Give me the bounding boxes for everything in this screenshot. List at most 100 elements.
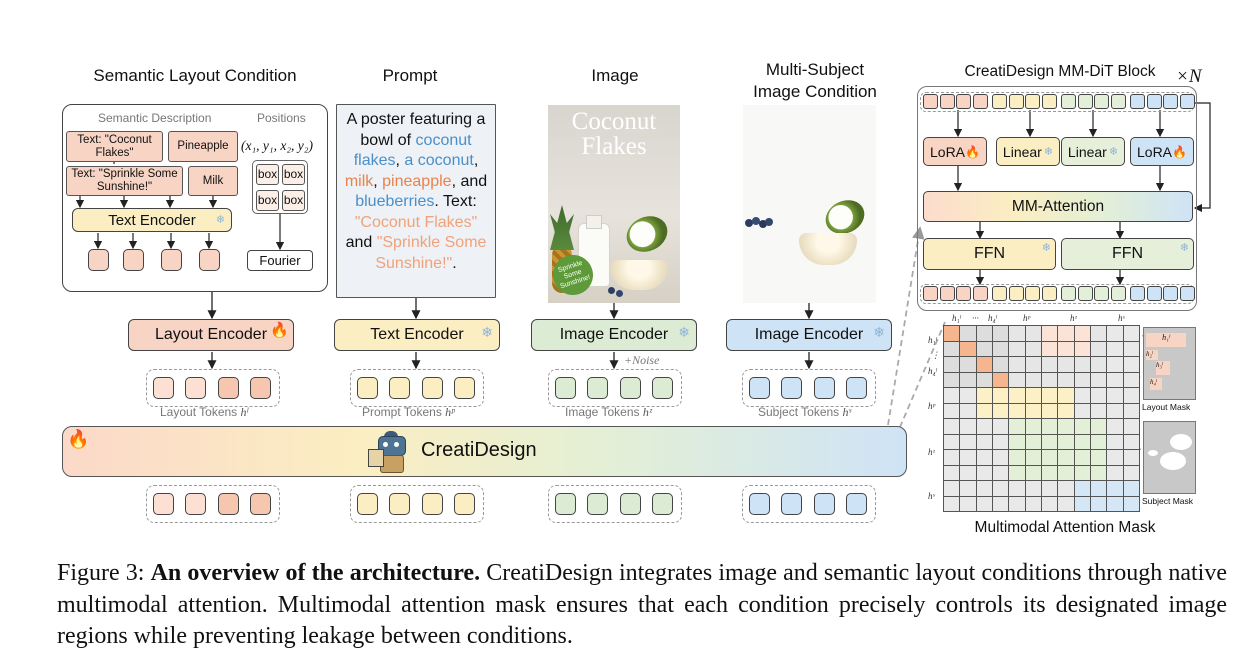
mask-cell: [1089, 325, 1108, 342]
multi-subject-heading-line2: Image Condition: [753, 82, 877, 101]
mask-cell: [959, 464, 977, 481]
poster-title-line2: Flakes: [581, 133, 647, 160]
mask-cell: [1040, 495, 1059, 512]
mask-title: Multimodal Attention Mask: [974, 519, 1156, 536]
semantic-layout-box: [62, 104, 328, 292]
box-chip-3: box: [256, 190, 279, 211]
semantic-text-encoder-label: Text Encoder: [108, 211, 196, 229]
mask-cell: [1024, 449, 1043, 466]
layout-token: [250, 377, 271, 399]
blueberry: [608, 287, 615, 294]
mask-cell: [1024, 480, 1043, 497]
prompt-tokens-text: Prompt Tokens: [362, 405, 442, 419]
prompt-tokens-label: Prompt Tokens hᵖ: [362, 405, 455, 420]
mask-cell: [1089, 433, 1108, 450]
mask-cell: [1073, 449, 1092, 466]
mask-cell: [1008, 340, 1026, 357]
subject-mask-blob: [1160, 452, 1186, 470]
image-token: [620, 377, 641, 399]
semantic-token-2: [123, 249, 144, 271]
image-tokens-text: Image Tokens: [565, 405, 640, 419]
mask-cell: [1122, 387, 1141, 404]
mask-cell: [1040, 402, 1059, 419]
mask-cell: [1024, 371, 1043, 388]
mask-col-hp: hᵖ: [1023, 313, 1031, 323]
mask-cell: [1040, 387, 1059, 404]
output-subject-token: [846, 493, 867, 515]
mmdit-mini-token: [1061, 94, 1076, 109]
prompt-heading: Prompt: [382, 66, 438, 85]
mmdit-mini-token: [1146, 94, 1162, 109]
mask-cell: [942, 325, 961, 342]
mask-cell: [1106, 449, 1124, 466]
mmdit-mini-token: [1163, 94, 1178, 109]
mask-cell: [1008, 387, 1026, 404]
snowflake-icon: ❄: [215, 214, 225, 226]
mask-cell: [959, 325, 977, 342]
mmdit-mini-token: [1094, 286, 1109, 301]
mask-cell: [959, 371, 977, 388]
mask-cell: [1008, 325, 1026, 342]
multi-subject-heading: Multi-Subject Image Condition: [740, 59, 890, 103]
mask-row-hp: hᵖ: [928, 401, 936, 411]
mask-cell: [975, 464, 994, 481]
subject-bowl: [799, 233, 857, 265]
lora-left-label: LoRA: [930, 143, 966, 160]
blueberry: [616, 290, 623, 297]
mask-row-hs: hˢ: [928, 491, 935, 501]
mask-cell: [1122, 464, 1141, 481]
mask-cell: [1057, 356, 1075, 373]
creatidesign-label: CreatiDesign: [421, 439, 537, 461]
prompt-text: A poster featuring a bowl of coconut fla…: [340, 110, 492, 274]
mask-cell: [1040, 418, 1059, 435]
semantic-token-3: [161, 249, 182, 271]
layout-mask-h3: h₃ˡ: [1156, 361, 1170, 375]
mask-cell: [1057, 495, 1075, 512]
snowflake-icon: ❄: [1108, 146, 1119, 158]
layout-tokens-symbol: hˡ: [240, 405, 249, 419]
mask-cell: [1040, 371, 1059, 388]
mask-cell: [1024, 433, 1043, 450]
mask-cell: [975, 433, 994, 450]
semantic-token-1: [88, 249, 109, 271]
mmdit-mini-token: [972, 286, 988, 301]
mm-attention-block: MM-Attention: [923, 191, 1193, 222]
output-prompt-token: [357, 493, 378, 515]
milk-bottle-neck: [586, 215, 602, 229]
layout-mask-h4: h₄ˡ: [1150, 378, 1162, 390]
ffn-right-label: FFN: [1111, 245, 1144, 262]
mask-cell: [1057, 418, 1075, 435]
output-layout-token: [250, 493, 271, 515]
output-image-token: [587, 493, 608, 515]
mask-cell: [991, 371, 1010, 388]
linear-left-label: Linear: [1002, 143, 1042, 160]
image-tokens-label: Image Tokens hᶻ: [565, 405, 652, 420]
mask-cell: [1024, 340, 1043, 357]
mask-cell: [975, 418, 994, 435]
prompt-box: [336, 104, 496, 298]
subject-tokens-text: Subject Tokens: [758, 405, 840, 419]
mask-cell: [1024, 464, 1043, 481]
caption-prefix: Figure 3:: [57, 560, 151, 586]
output-subject-token: [781, 493, 802, 515]
robot-icon: [368, 431, 418, 473]
output-prompt-token: [454, 493, 475, 515]
mask-cell: [1122, 356, 1141, 373]
mask-cell: [1106, 464, 1124, 481]
mask-cell: [1024, 325, 1043, 342]
mask-cell: [1106, 418, 1124, 435]
chip-pineapple: Pineapple: [168, 131, 238, 162]
mask-cell: [942, 402, 961, 419]
prompt-text-p3: ,: [473, 152, 479, 169]
mask-cell: [1008, 371, 1026, 388]
linear-right: Linear❄: [1061, 137, 1125, 166]
mask-cell: [1089, 371, 1108, 388]
mmdit-mini-token: [1130, 286, 1145, 301]
prompt-tokens-symbol: hᵖ: [445, 405, 455, 419]
prompt-text-p4: ,: [373, 172, 383, 190]
mask-cell: [1057, 464, 1075, 481]
subject-tokens-label: Subject Tokens hˢ: [758, 405, 851, 420]
subject-mask-blob: [1148, 450, 1158, 456]
mmdit-mini-token: [1061, 286, 1076, 301]
